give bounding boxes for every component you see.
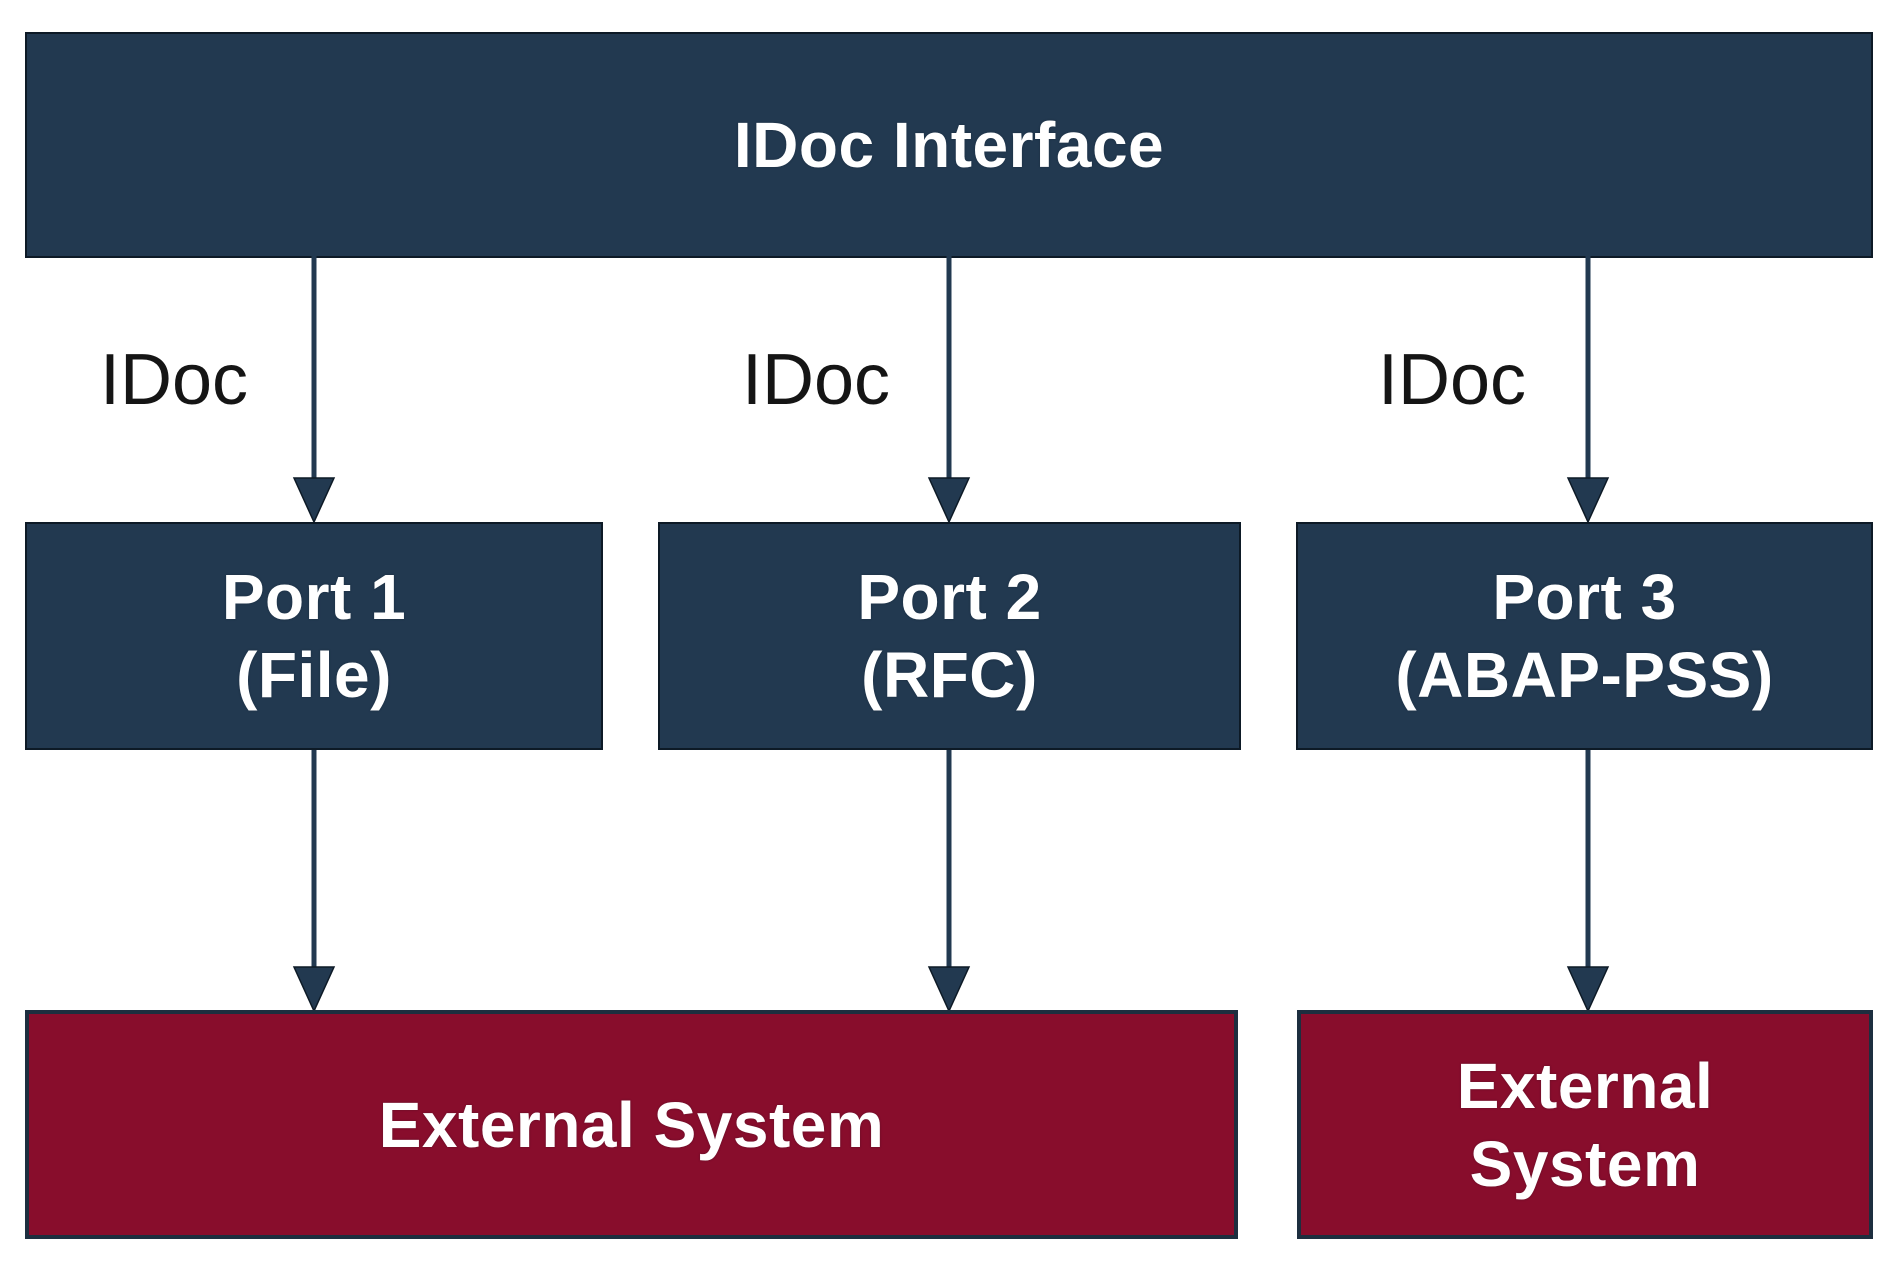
edge-label-idoc-3: IDoc [1378,340,1527,420]
arrow-interface-to-port-1 [291,256,337,523]
external-system-2-label-line2: System [1469,1127,1701,1200]
port-1-node: Port 1 (File) [25,522,603,750]
port-2-title: Port 2 [857,561,1042,633]
arrow-port-1-to-external-system-1 [291,750,337,1012]
port-3-subtitle: (ABAP-PSS) [1395,639,1774,711]
arrow-port-3-to-external-system-2 [1565,750,1611,1012]
arrow-interface-to-port-3 [1565,256,1611,523]
arrow-down-icon [1566,750,1610,1012]
arrow-interface-to-port-2 [926,256,972,523]
port-2-node: Port 2 (RFC) [658,522,1241,750]
arrow-down-icon [927,750,971,1012]
arrow-port-2-to-external-system-1 [926,750,972,1012]
idoc-interface-node: IDoc Interface [25,32,1873,258]
edge-label-idoc-2: IDoc [742,340,891,420]
port-2-subtitle: (RFC) [861,639,1038,711]
port-1-subtitle: (File) [236,639,392,711]
port-3-node: Port 3 (ABAP-PSS) [1296,522,1873,750]
port-1-title: Port 1 [221,561,407,633]
arrow-down-icon [292,750,336,1012]
port-3-title: Port 3 [1492,561,1677,633]
arrow-down-icon [292,256,336,523]
external-system-2-node: External System [1297,1010,1873,1239]
idoc-interface-label: IDoc Interface [733,109,1165,181]
external-system-1-node: External System [25,1010,1238,1239]
external-system-1-label: External System [378,1088,885,1161]
arrow-down-icon [1566,256,1610,523]
arrow-down-icon [927,256,971,523]
external-system-2-label-line1: External [1456,1049,1714,1122]
edge-label-idoc-1: IDoc [100,340,249,420]
